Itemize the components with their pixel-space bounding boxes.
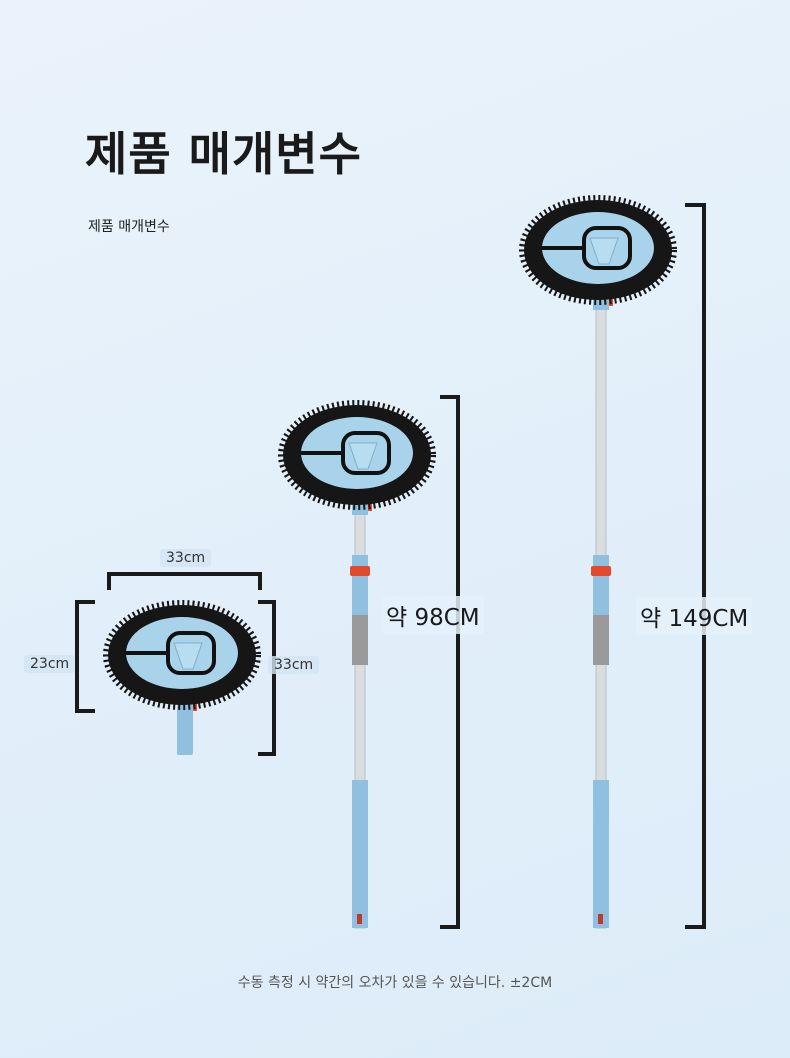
mop-small-part-7: [173, 642, 203, 670]
mop-long-part-12: [589, 237, 619, 265]
mop-long-part-4: [593, 780, 609, 928]
page-subtitle: 제품 매개변수: [88, 219, 170, 235]
long-length-label: 약 149CM: [636, 597, 753, 635]
head-height-label: 23cm: [24, 655, 76, 673]
height-bracket: [75, 600, 95, 713]
mop-short-part-3: [352, 615, 368, 665]
mop-long-part-5: [598, 914, 603, 924]
short-length-bracket: [440, 395, 460, 929]
width-bracket: [107, 572, 262, 590]
mop-short-part-2: [350, 566, 370, 576]
mop-short-part-4: [352, 780, 368, 928]
short-length-label: 약 98CM: [382, 596, 484, 634]
total-height-bracket: [258, 600, 276, 756]
mop-long-part-1: [593, 555, 609, 615]
mop-long-part-2: [591, 566, 611, 576]
total-height-label: 33cm: [268, 656, 320, 674]
long-length-bracket: [685, 203, 706, 929]
mop-short-part-12: [348, 442, 378, 470]
mop-short-part-5: [357, 914, 362, 924]
head-width-label: 33cm: [160, 549, 212, 567]
measurement-note: 수동 측정 시 약간의 오차가 있을 수 있습니다. ±2CM: [237, 975, 553, 991]
mop-long-part-3: [593, 615, 609, 665]
page-title: 제품 매개변수: [85, 127, 362, 181]
